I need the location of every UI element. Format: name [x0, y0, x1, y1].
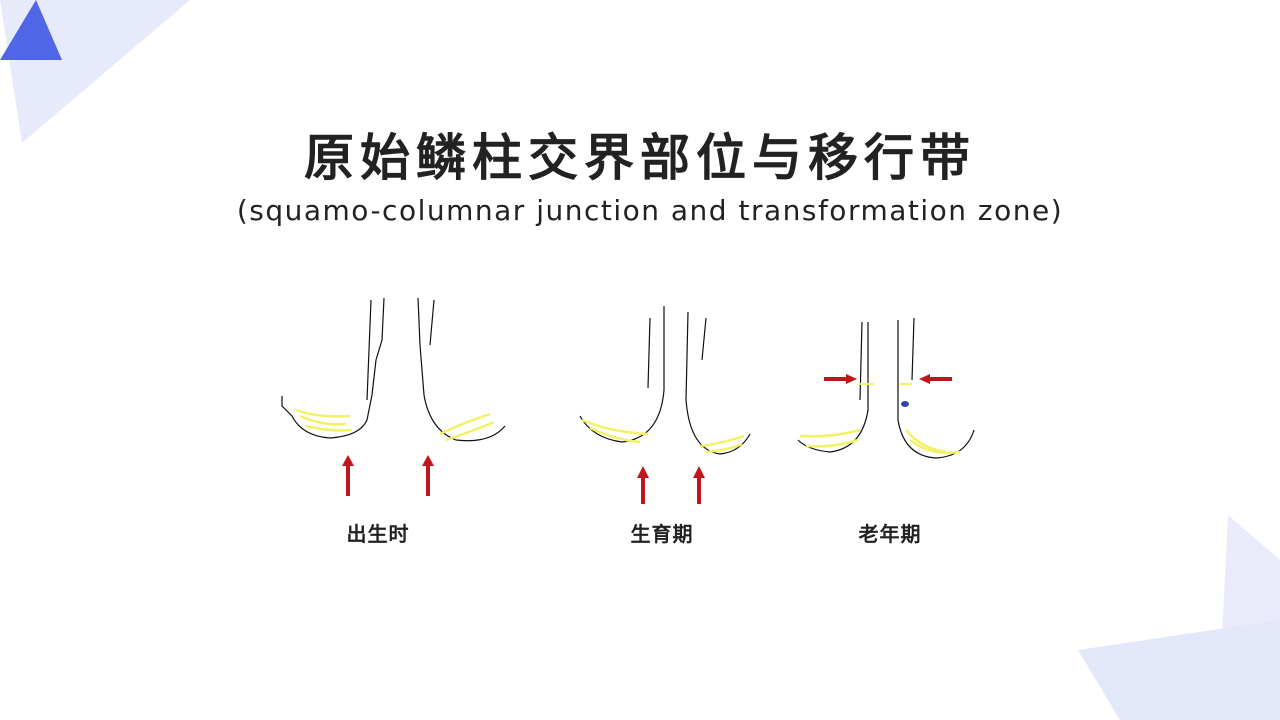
columnar-epithelium-left [295, 408, 353, 432]
left-canal-wall [797, 322, 869, 453]
stage-elderly-figure [797, 317, 975, 459]
right-canal-inner [911, 317, 915, 381]
columnar-epithelium-left [581, 418, 649, 444]
arrow-head [919, 374, 930, 384]
columnar-epithelium-right [699, 434, 745, 454]
arrow-head [693, 466, 705, 478]
cyst-dot [901, 401, 909, 407]
bottom-right-light-triangle-2 [1078, 620, 1280, 720]
stage-label-elderly: 老年期 [858, 522, 922, 546]
left-canal-inner [647, 317, 651, 389]
arrow-head [342, 455, 354, 466]
stage-reproductive-figure [579, 306, 751, 504]
right-canal-inner [701, 317, 707, 361]
arrow-head [422, 455, 434, 466]
right-canal-wall [685, 311, 751, 455]
top-left-dark-triangle [0, 0, 62, 60]
slide-subtitle: (squamo-columnar junction and transforma… [236, 194, 1064, 227]
right-canal-wall [417, 297, 506, 442]
right-canal-inner [429, 299, 435, 346]
left-canal-wall [281, 297, 385, 439]
stage-label-birth: 出生时 [346, 522, 410, 546]
columnar-epithelium-right [905, 429, 961, 454]
arrow-head [846, 374, 857, 384]
columnar-epithelium-right [439, 412, 495, 442]
columnar-epithelium-left [799, 428, 861, 448]
left-canal-inner [366, 299, 372, 401]
left-canal-wall [579, 306, 665, 443]
right-canal-wall [897, 320, 975, 459]
slide-title: 原始鳞柱交界部位与移行带 [304, 128, 976, 187]
stage-birth-figure [281, 297, 506, 496]
stage-label-reproductive: 生育期 [630, 522, 694, 546]
left-canal-inner [859, 321, 863, 401]
arrow-head [637, 466, 649, 478]
